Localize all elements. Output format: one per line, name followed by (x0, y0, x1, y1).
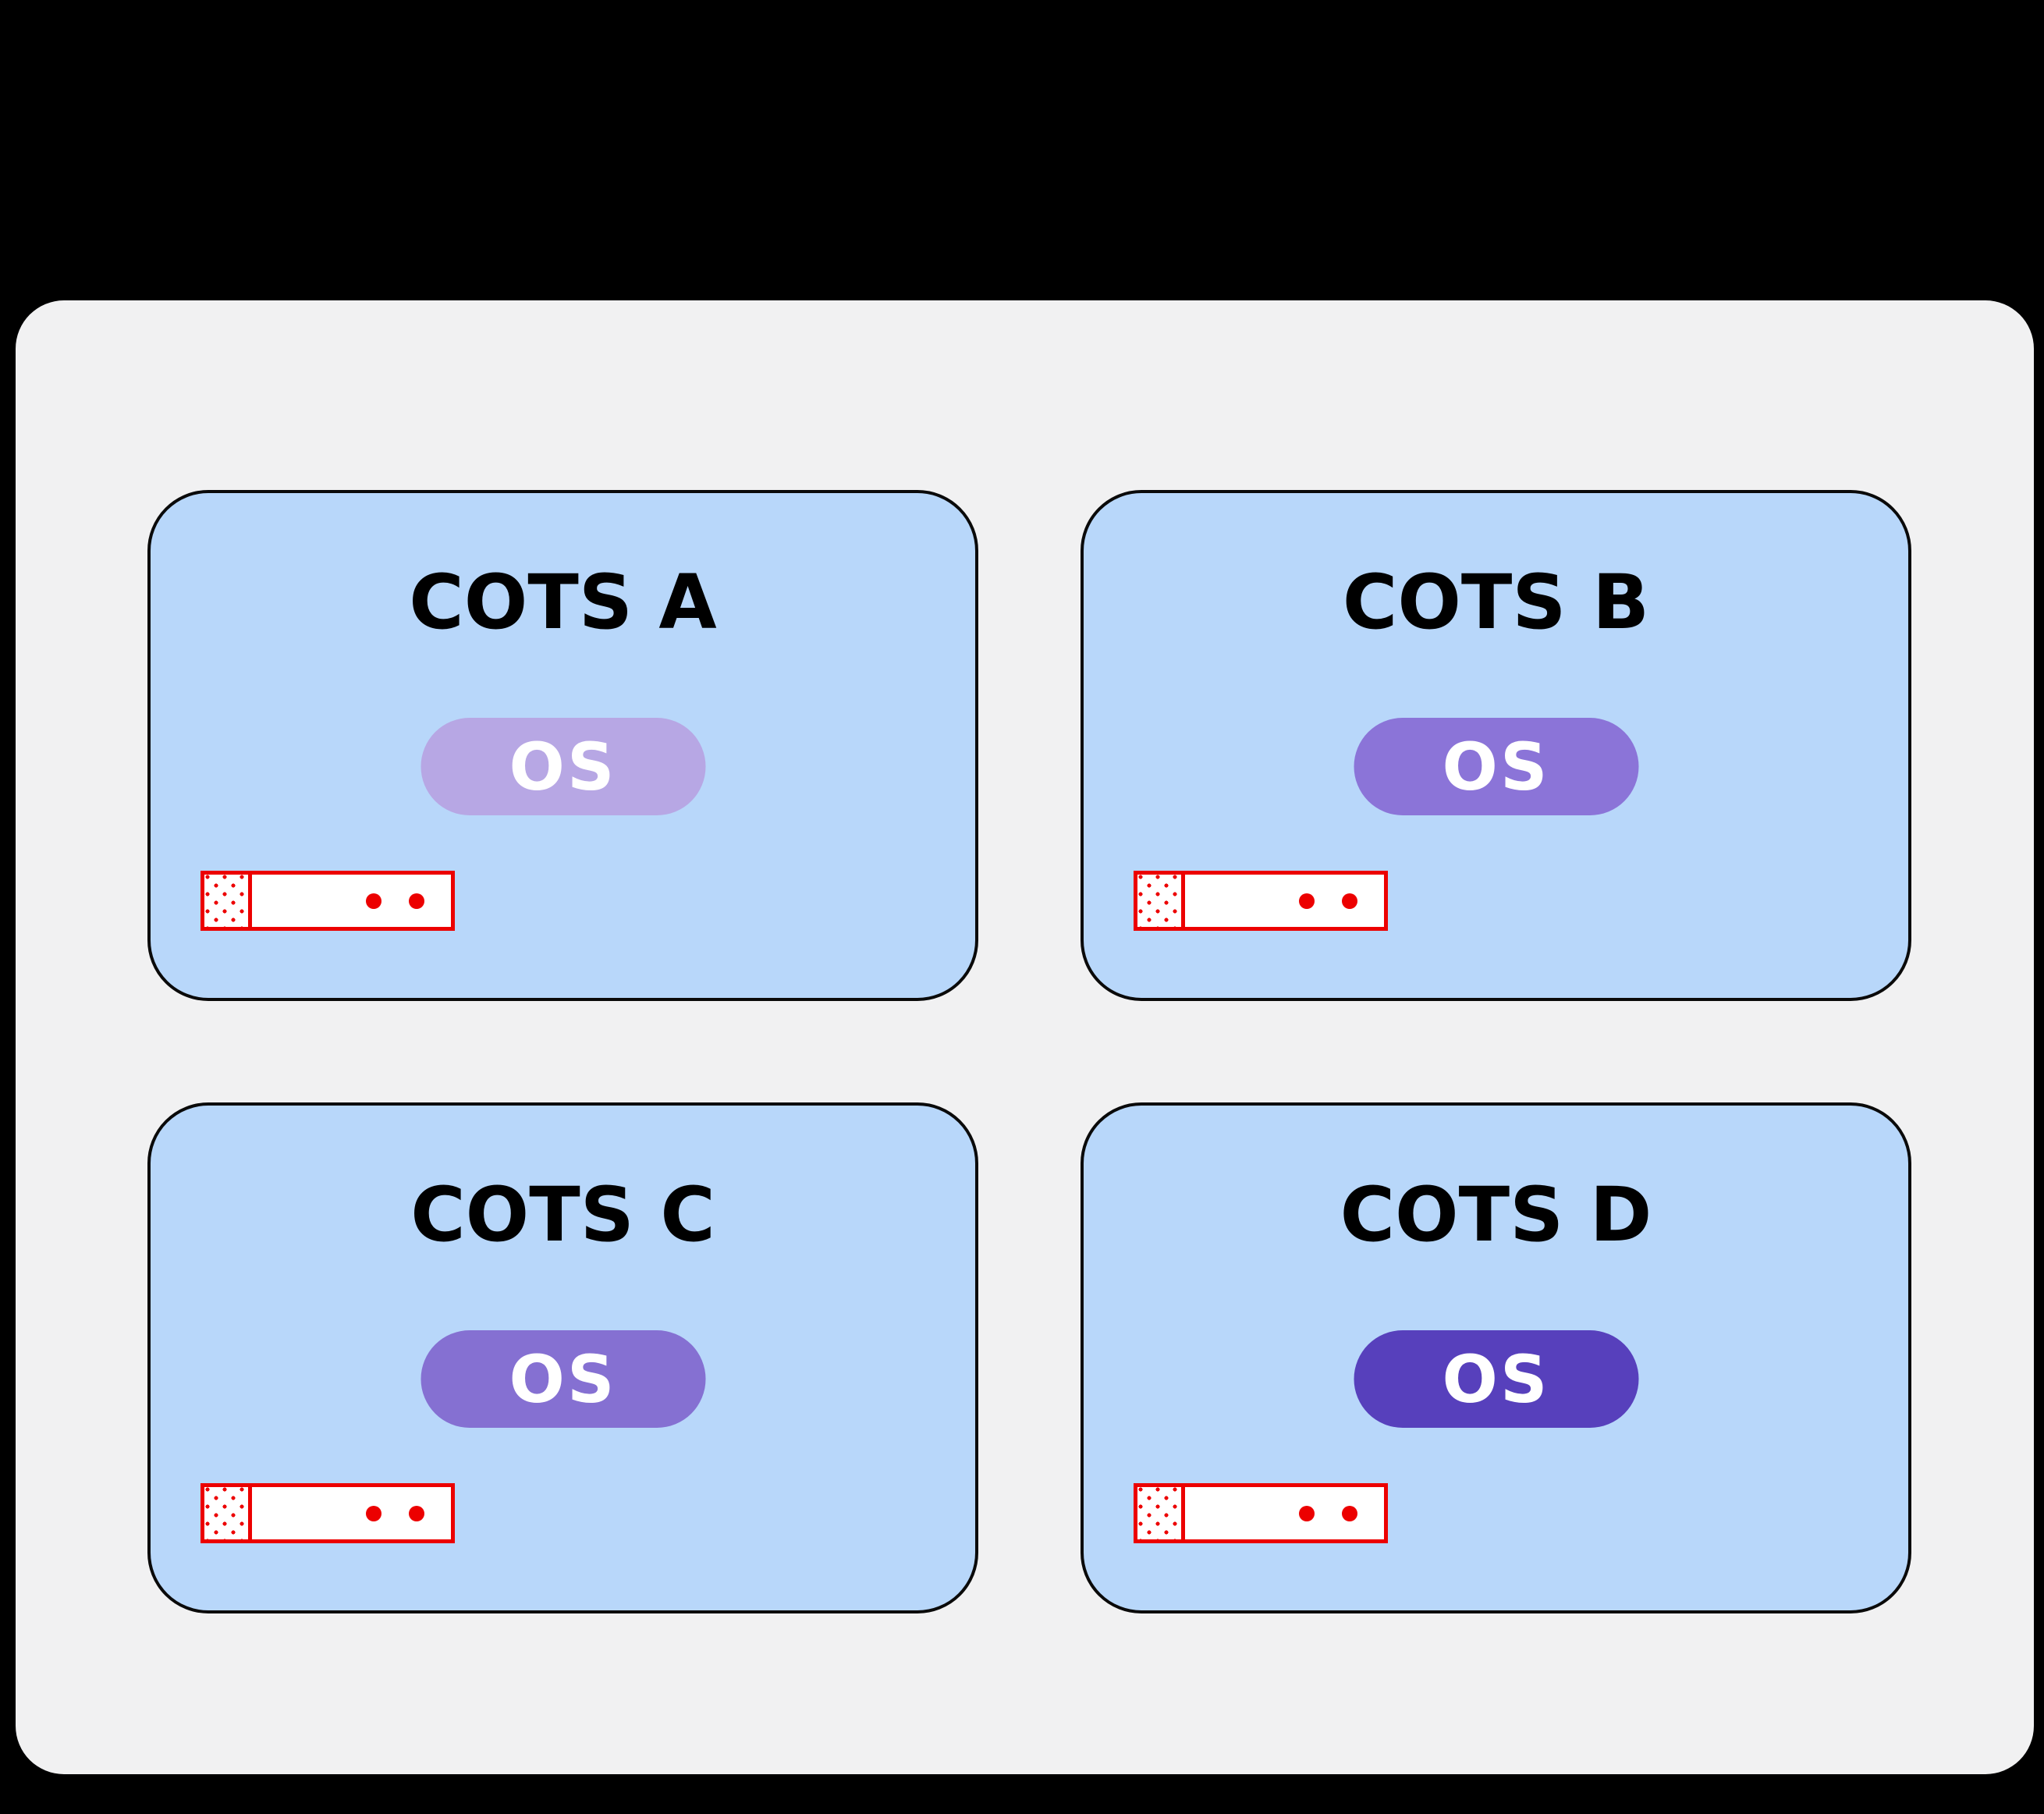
red-dot-icon (1299, 1505, 1315, 1521)
cots-box-c: COTS C OS (147, 1102, 978, 1613)
cots-title: COTS B (1342, 559, 1650, 646)
red-dot-icon (1299, 893, 1315, 909)
red-dot-icon (366, 1505, 381, 1521)
os-label: OS (509, 728, 617, 805)
dotted-section-icon (204, 1487, 252, 1539)
cots-title: COTS D (1340, 1171, 1652, 1258)
hardware-module-icon (1134, 1483, 1388, 1543)
cots-box-a: COTS A OS (147, 490, 978, 1001)
dotted-section-icon (204, 875, 252, 927)
os-pill: OS (1354, 718, 1638, 815)
red-dot-icon (409, 893, 424, 909)
os-pill: OS (1354, 1330, 1638, 1428)
hardware-module-icon (1134, 871, 1388, 931)
hardware-module-icon (200, 871, 455, 931)
red-dot-icon (409, 1505, 424, 1521)
os-pill: OS (421, 1330, 705, 1428)
cots-title: COTS A (409, 559, 717, 646)
os-label: OS (1442, 1340, 1550, 1418)
red-dot-icon (1342, 1505, 1357, 1521)
red-dot-icon (1342, 893, 1357, 909)
cots-box-d: COTS D OS (1081, 1102, 1911, 1613)
red-dot-icon (366, 893, 381, 909)
dotted-section-icon (1137, 875, 1185, 927)
dotted-section-icon (1137, 1487, 1185, 1539)
os-label: OS (1442, 728, 1550, 805)
platform-panel: COTS A OS COTS B OS COTS C (16, 300, 2034, 1774)
hardware-module-icon (200, 1483, 455, 1543)
os-label: OS (509, 1340, 617, 1418)
cots-box-b: COTS B OS (1081, 490, 1911, 1001)
os-pill: OS (421, 718, 705, 815)
cots-title: COTS C (410, 1171, 715, 1258)
